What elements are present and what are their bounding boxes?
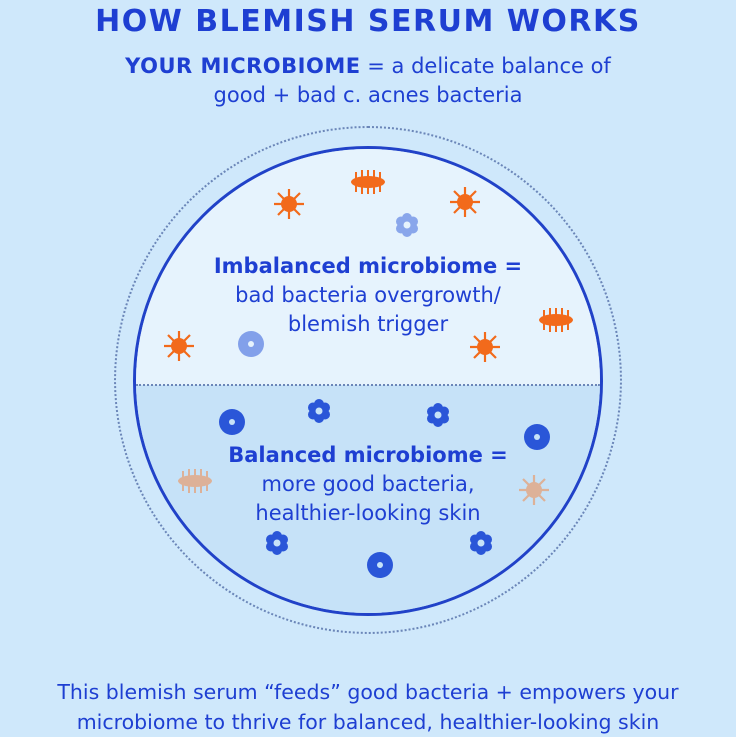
blue-dot-bacteria-icon — [219, 409, 245, 435]
blue-dot-bacteria-icon — [367, 552, 393, 578]
faded-blue-flower-bacteria-icon — [396, 213, 418, 237]
imbalanced-line2: blemish trigger — [287, 312, 449, 336]
balanced-line2: healthier-looking skin — [255, 501, 481, 525]
footer-line2: microbiome to thrive for balanced, healt… — [76, 710, 660, 734]
subtitle-bold: YOUR MICROBIOME — [125, 54, 361, 78]
faded-orange-rod-bacteria-icon — [178, 469, 212, 493]
blue-flower-bacteria-icon — [427, 403, 449, 427]
blue-dot-bacteria-icon — [524, 424, 550, 450]
subtitle-line2: good + bad c. acnes bacteria — [213, 83, 523, 107]
balanced-line1: more good bacteria, — [261, 472, 475, 496]
orange-spiky-bacteria-icon — [450, 187, 480, 217]
orange-rod-bacteria-icon — [351, 170, 385, 194]
subtitle: YOUR MICROBIOME = a delicate balance of … — [0, 52, 736, 110]
faded-orange-spiky-bacteria-icon — [519, 475, 549, 505]
imbalanced-heading: Imbalanced microbiome = — [213, 254, 523, 278]
blue-flower-bacteria-icon — [266, 531, 288, 555]
dotted-divider — [136, 384, 600, 386]
blue-flower-bacteria-icon — [308, 399, 330, 423]
blue-flower-bacteria-icon — [470, 531, 492, 555]
outer-dotted-ring — [114, 126, 622, 634]
footer-text: This blemish serum “feeds” good bacteria… — [0, 677, 736, 737]
orange-spiky-bacteria-icon — [470, 332, 500, 362]
subtitle-line1: = a delicate balance of — [360, 54, 611, 78]
page-title: HOW BLEMISH SERUM WORKS — [95, 4, 641, 39]
orange-rod-bacteria-icon — [539, 308, 573, 332]
balanced-half — [136, 385, 600, 613]
footer-line1: This blemish serum “feeds” good bacteria… — [57, 680, 679, 704]
orange-spiky-bacteria-icon — [274, 189, 304, 219]
microbiome-circle — [133, 146, 603, 616]
imbalanced-line1: bad bacteria overgrowth/ — [235, 283, 501, 307]
faded-blue-dot-bacteria-icon — [238, 331, 264, 357]
orange-spiky-bacteria-icon — [164, 331, 194, 361]
balanced-heading: Balanced microbiome = — [228, 443, 508, 467]
imbalanced-caption: Imbalanced microbiome = bad bacteria ove… — [0, 252, 736, 339]
balanced-caption: Balanced microbiome = more good bacteria… — [0, 441, 736, 528]
